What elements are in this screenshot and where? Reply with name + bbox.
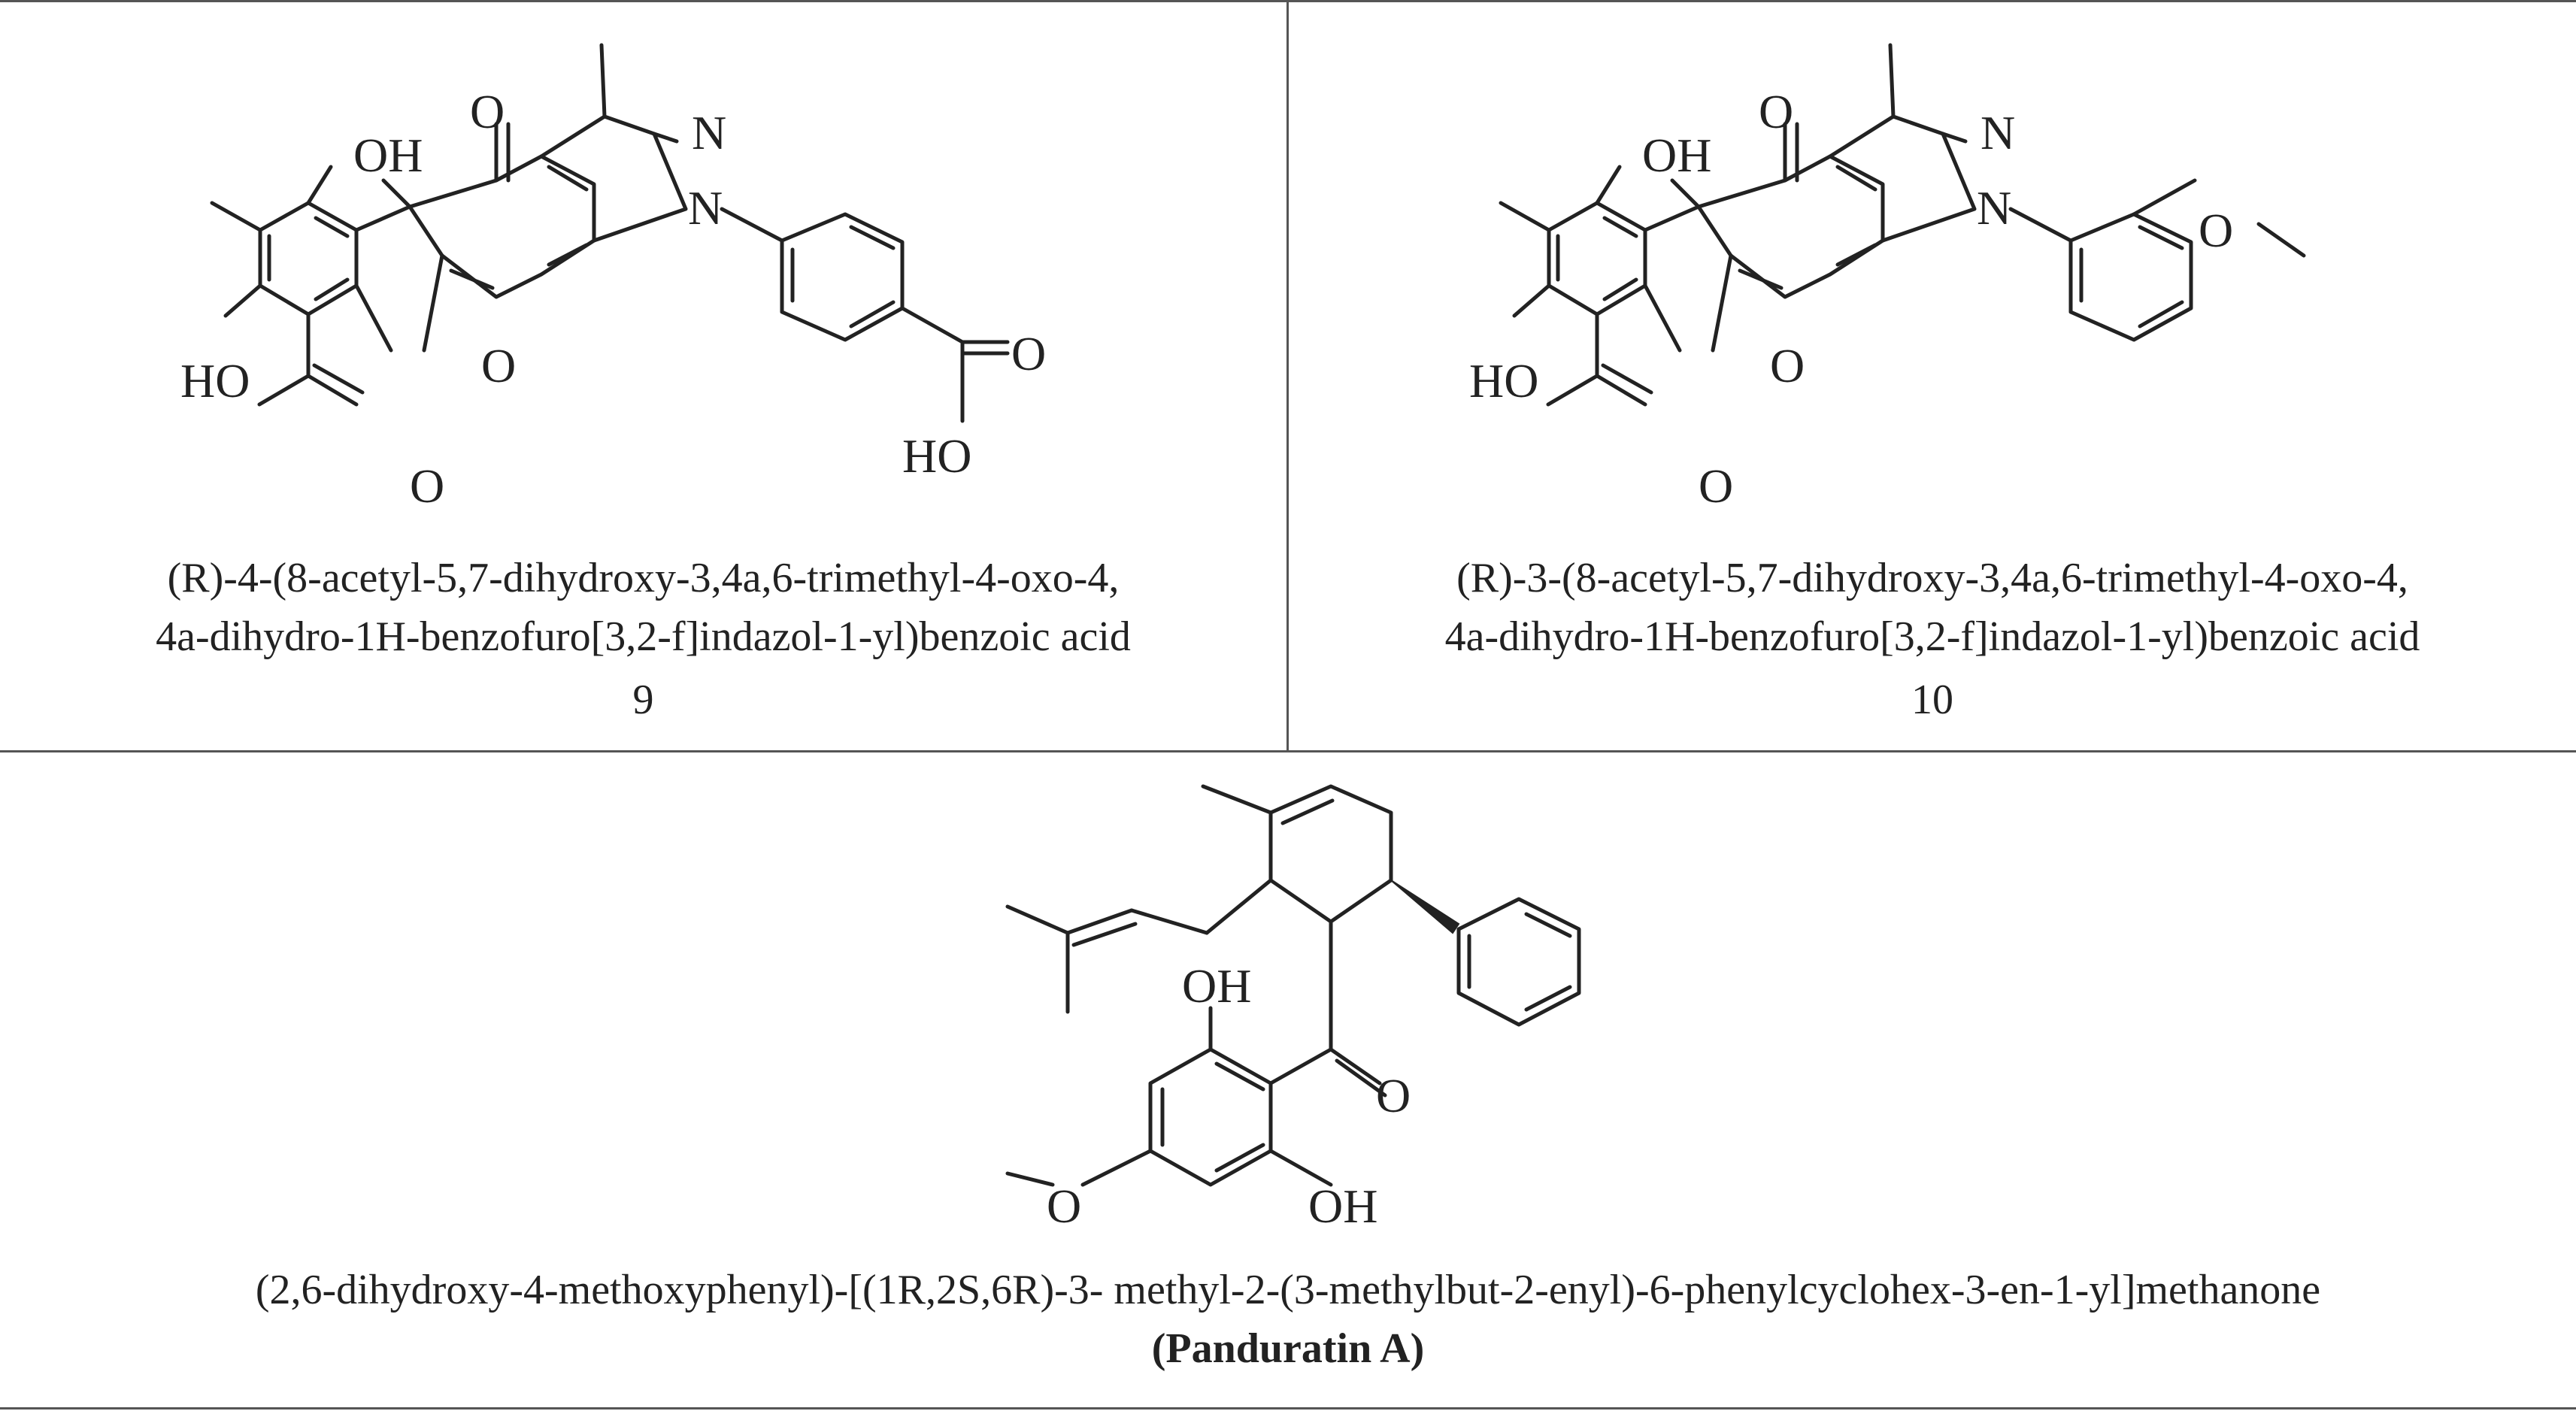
compound-10-caption: (R)-3-(8-acetyl-5,7-dihydroxy-3,4a,6-tri…	[1289, 549, 2576, 729]
atom-o-keto: O	[1376, 1069, 1411, 1122]
panduratin-common-name: (Panduratin A)	[1151, 1325, 1425, 1372]
atom-oh-top: OH	[1182, 959, 1251, 1013]
compound-9-cell: OH HO O O N N O O HO (R)-4-(8-acetyl-5,7…	[0, 0, 1286, 750]
panduratin-cell: OH OH O O (2,6-dihydroxy-4-methoxyphenyl…	[0, 752, 2576, 1407]
atom-o-acetyl: O	[410, 459, 444, 513]
compound-10-number: 10	[1911, 677, 1953, 723]
compound-10-name-line2: 4a-dihydro-1H-benzofuro[3,2-f]indazol-1-…	[1444, 613, 2420, 660]
atom-acid-ho: HO	[902, 429, 971, 483]
atom-n1: N	[688, 181, 723, 235]
atom-o-keto: O	[470, 85, 505, 138]
compound-9-number: 9	[632, 677, 654, 723]
atom-n2: N	[692, 106, 726, 159]
atom-ho-left: HO	[1469, 354, 1538, 407]
compound-10-name-line1: (R)-3-(8-acetyl-5,7-dihydroxy-3,4a,6-tri…	[1456, 555, 2408, 601]
atom-n1: N	[1977, 181, 2011, 235]
atom-ho-left: HO	[180, 354, 250, 407]
compound-10-structure: OH HO O O N N O O	[1469, 43, 2306, 513]
atom-acid-o: O	[1011, 327, 1046, 380]
atom-oh-top: OH	[353, 129, 423, 182]
compound-10-cell: OH HO O O N N O O (R)-3-(8-acetyl-5,7-di…	[1289, 0, 2576, 750]
atom-o-ring: O	[1770, 339, 1805, 392]
rule-vertical	[1286, 0, 1289, 751]
atom-oh-bottom: OH	[1308, 1179, 1377, 1233]
atom-o-methoxy: O	[2199, 204, 2233, 257]
atom-o-acetyl: O	[1699, 459, 1733, 513]
atom-o-methoxy: O	[1047, 1179, 1081, 1233]
atom-o-ring: O	[481, 339, 516, 392]
methyl-bond	[210, 201, 262, 232]
compound-9-structure: OH HO O O N N O O HO	[180, 43, 1046, 513]
atom-n2: N	[1980, 106, 2015, 159]
rule-bottom	[0, 1407, 2576, 1409]
panduratin-structure: OH OH O O	[1005, 784, 1581, 1233]
compound-9-name-line1: (R)-4-(8-acetyl-5,7-dihydroxy-3,4a,6-tri…	[167, 555, 1120, 601]
panduratin-name: (2,6-dihydroxy-4-methoxyphenyl)-[(1R,2S,…	[255, 1267, 2321, 1313]
compound-9-name-line2: 4a-dihydro-1H-benzofuro[3,2-f]indazol-1-…	[156, 613, 1131, 660]
atom-o-keto: O	[1759, 85, 1793, 138]
panduratin-caption: (2,6-dihydroxy-4-methoxyphenyl)-[(1R,2S,…	[0, 1261, 2576, 1378]
rule-middle	[0, 750, 2576, 752]
atom-oh-top: OH	[1642, 129, 1711, 182]
compound-9-caption: (R)-4-(8-acetyl-5,7-dihydroxy-3,4a,6-tri…	[0, 549, 1286, 729]
